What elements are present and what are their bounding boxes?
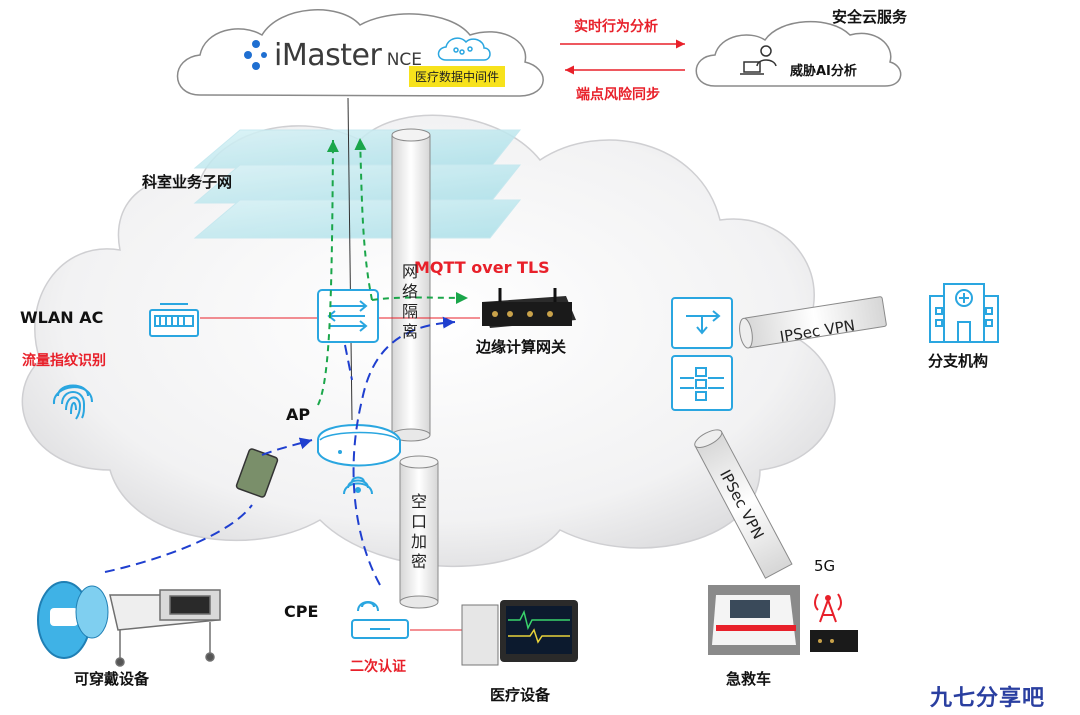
edge-gateway-label: 边缘计算网关 — [476, 338, 567, 356]
cloud-sync-arrows — [560, 39, 685, 75]
security-cloud-title: 安全云服务 — [832, 8, 908, 26]
cpe-label: CPE — [284, 602, 319, 621]
mqtt-label: MQTT over TLS — [414, 258, 550, 277]
cpe-icon — [351, 601, 409, 639]
subnet-label: 科室业务子网 — [142, 173, 233, 191]
ambulance-label: 急救车 — [726, 670, 772, 688]
hospital-bed-icon — [109, 589, 221, 667]
medical-device-label: 医疗设备 — [490, 686, 551, 704]
ai-analysis-label: 威胁AI分析 — [790, 64, 857, 79]
secondary-auth-label: 二次认证 — [350, 659, 406, 675]
fingerprint-label: 流量指纹识别 — [22, 353, 106, 369]
platform-name: iMaster NCE — [274, 38, 423, 73]
nce-trunk-line — [347, 97, 353, 421]
wearable-label: 可穿戴设备 — [74, 670, 150, 688]
five-g-label: 5G — [814, 557, 836, 575]
ambulance-gateway-icon — [810, 630, 858, 652]
subnet-layers — [193, 129, 522, 239]
switch-icon — [317, 289, 379, 343]
branch-label: 分支机构 — [928, 352, 989, 370]
ipsec-tube-2 — [694, 429, 793, 579]
to-cloud-label: 实时行为分析 — [574, 19, 658, 35]
watermark-logo: 九七分享吧 — [930, 686, 1046, 711]
hospital-icon — [929, 283, 999, 343]
security-cloud-icon — [695, 20, 902, 87]
fingerprint-icon — [52, 384, 93, 420]
from-cloud-label: 端点风险同步 — [576, 87, 660, 103]
ipsec-tube-1 — [739, 296, 887, 349]
user-laptop-icon — [740, 45, 777, 75]
wifi-signal-icon — [343, 476, 373, 495]
ap-icon — [317, 424, 401, 467]
wearable-device-icon — [37, 581, 109, 659]
air-encryption-tube — [399, 455, 439, 609]
gateway-device-icon — [482, 288, 576, 328]
medical-monitor-icon — [461, 600, 578, 666]
network-isolation-label: 网络隔离 — [401, 262, 418, 341]
ac-device-icon — [149, 303, 199, 337]
ap-label: AP — [286, 405, 311, 424]
ambulance-icon — [708, 585, 800, 655]
air-encryption-label: 空口加密 — [410, 492, 427, 571]
middleware-label: 医疗数据中间件 — [409, 66, 506, 87]
firewall-icon — [671, 297, 733, 411]
wlan-ac-label: WLAN AC — [20, 308, 104, 327]
blue-flow-paths — [104, 316, 456, 586]
imaster-logo-icon — [244, 40, 267, 70]
cell-tower-icon — [814, 593, 842, 623]
network-isolation-tube — [391, 128, 431, 442]
middleware-cloud-icon — [437, 37, 491, 61]
green-flow-paths — [317, 137, 469, 406]
